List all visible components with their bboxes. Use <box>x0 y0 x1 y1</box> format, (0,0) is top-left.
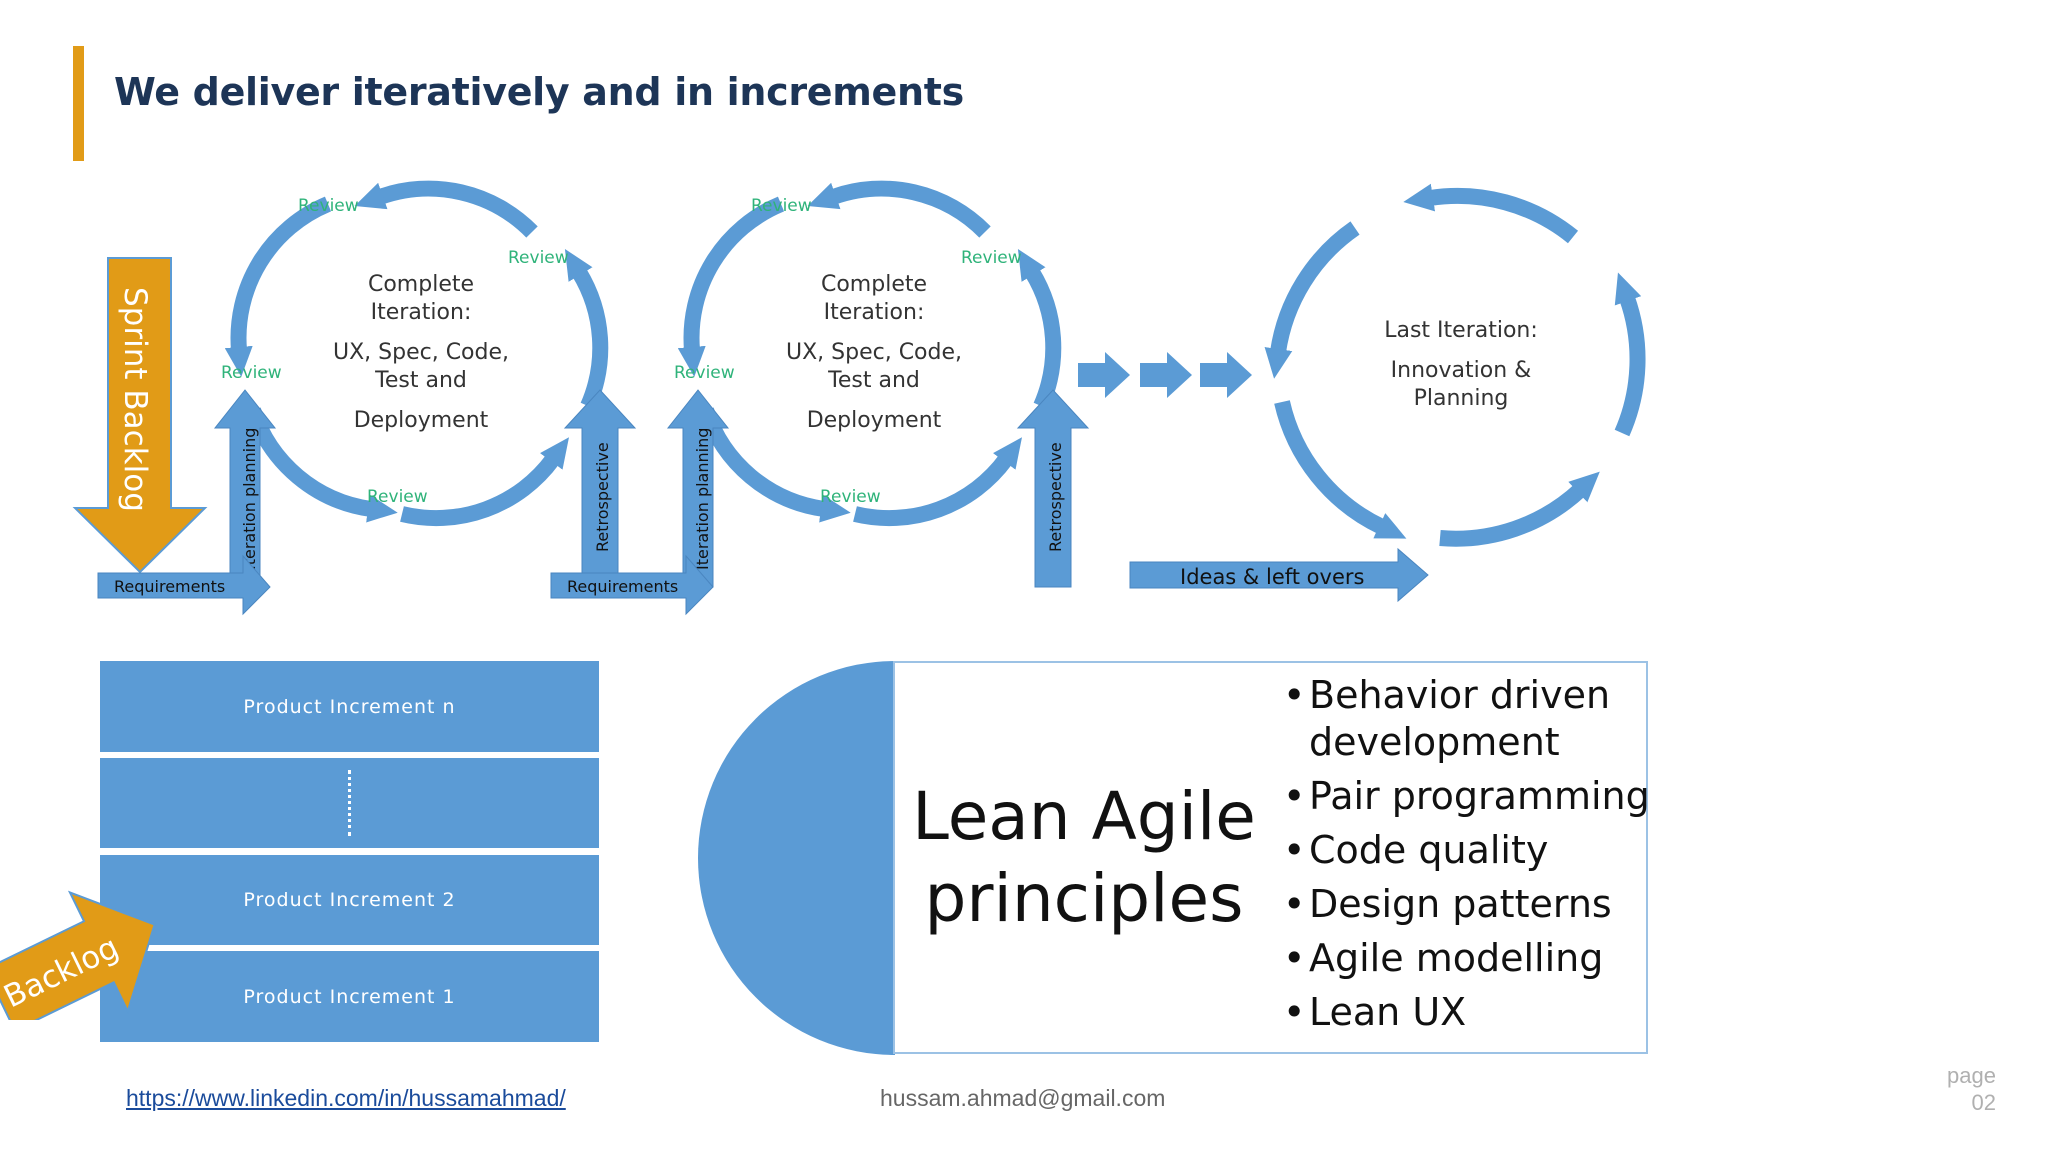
lean-title: Lean Agile principles <box>912 778 1256 937</box>
lean-bullet: Code quality <box>1283 827 1653 874</box>
review-label: Review <box>221 363 282 383</box>
review-label: Review <box>298 196 359 216</box>
page-number: page 02 <box>1947 1063 1996 1115</box>
product-increment-ellipsis <box>100 758 599 848</box>
lean-bullet: Agile modelling <box>1283 935 1653 982</box>
retrospective-label: Retrospective <box>1046 442 1065 552</box>
retrospective-arrow: Retrospective <box>563 389 637 588</box>
iteration-diagram: Sprint Backlog Review Review Review Revi… <box>72 180 1646 616</box>
review-label: Review <box>820 487 881 507</box>
product-increment-n: Product Increment n <box>100 661 599 752</box>
iteration-planning-arrow: Iteration planning <box>666 389 730 588</box>
review-label: Review <box>751 196 812 216</box>
lean-bullet-list: Behavior driven development Pair program… <box>1283 672 1653 1043</box>
iteration-cycle-2: Review Review Review Review <box>674 180 1062 527</box>
iteration-2-text: Complete Iteration: UX, Spec, Code, Test… <box>785 272 963 433</box>
title-accent-bar <box>73 46 84 161</box>
slide-title: We deliver iteratively and in increments <box>114 70 964 114</box>
forward-arrows <box>1078 352 1252 398</box>
last-iteration-cycle <box>1264 183 1646 547</box>
product-increment-1: Product Increment 1 <box>100 951 599 1042</box>
ideas-label: Ideas & left overs <box>1180 565 1364 589</box>
lean-bullet: Design patterns <box>1283 881 1653 928</box>
retrospective-arrow: Retrospective <box>1016 389 1090 588</box>
requirements-arrow: Requirements <box>550 554 714 616</box>
requirements-label: Requirements <box>567 577 678 596</box>
lean-bullet: Lean UX <box>1283 989 1653 1036</box>
sprint-backlog-arrow: Sprint Backlog <box>72 257 208 574</box>
linkedin-link[interactable]: https://www.linkedin.com/in/hussamahmad/ <box>126 1085 566 1111</box>
iteration-planning-arrow: Iteration planning <box>213 389 277 588</box>
lean-bullet: Behavior driven development <box>1283 672 1653 766</box>
backlog-arrow: Backlog <box>0 890 156 1020</box>
iteration-cycle-1: Review Review Review Review <box>221 180 609 527</box>
footer-email: hussam.ahmad@gmail.com <box>880 1085 1166 1111</box>
lean-half-circle <box>698 661 895 1055</box>
product-increment-2: Product Increment 2 <box>100 855 599 945</box>
review-label: Review <box>508 248 569 268</box>
retrospective-label: Retrospective <box>593 442 612 552</box>
lean-bullet: Pair programming <box>1283 773 1653 820</box>
requirements-label: Requirements <box>114 577 225 596</box>
review-label: Review <box>674 363 735 383</box>
iteration-planning-label: Iteration planning <box>693 428 712 570</box>
iteration-planning-label: Iteration planning <box>240 428 259 570</box>
iteration-1-text: Complete Iteration: UX, Spec, Code, Test… <box>332 272 510 433</box>
sprint-backlog-label: Sprint Backlog <box>117 287 153 512</box>
ideas-arrow: Ideas & left overs <box>1129 547 1429 603</box>
review-label: Review <box>961 248 1022 268</box>
last-iteration-text: Last Iteration: Innovation & Planning <box>1384 318 1538 411</box>
requirements-arrow: Requirements <box>97 554 271 616</box>
review-label: Review <box>367 487 428 507</box>
